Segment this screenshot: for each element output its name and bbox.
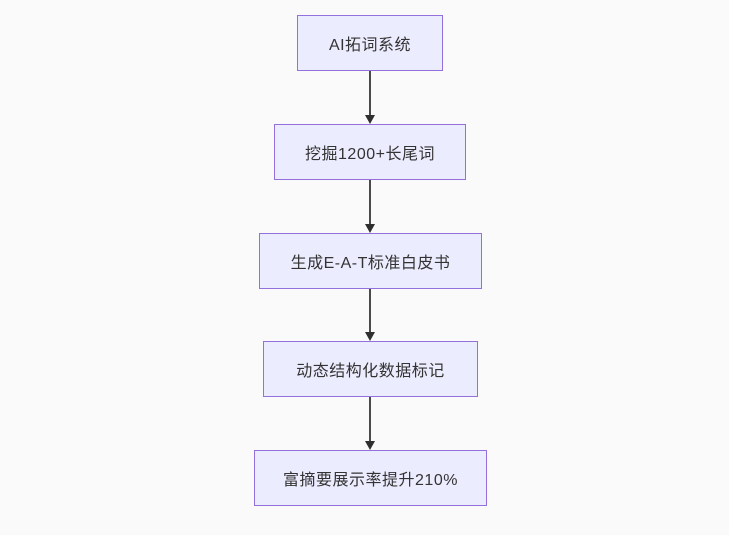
node-eat-whitepaper: 生成E-A-T标准白皮书: [259, 233, 482, 289]
flow-arrow-2: [365, 180, 375, 233]
arrowhead-down-icon: [365, 332, 375, 341]
flow-arrow-4: [365, 397, 375, 450]
flow-arrow-3: [365, 289, 375, 341]
node-label: AI拓词系统: [328, 37, 412, 54]
arrowhead-down-icon: [365, 224, 375, 233]
node-ai-keyword-system: AI拓词系统: [297, 15, 443, 71]
arrow-line: [369, 180, 371, 224]
node-dynamic-structured-data: 动态结构化数据标记: [263, 341, 478, 397]
node-label: 富摘要展示率提升210%: [283, 472, 458, 489]
arrow-line: [369, 71, 371, 115]
node-label: 挖掘1200+长尾词: [305, 146, 435, 163]
arrowhead-down-icon: [365, 441, 375, 450]
arrow-line: [369, 289, 371, 332]
flow-arrow-1: [365, 71, 375, 124]
arrow-line: [369, 397, 371, 441]
node-label: 动态结构化数据标记: [296, 363, 445, 380]
node-longtail-keyword-mining: 挖掘1200+长尾词: [274, 124, 466, 180]
arrowhead-down-icon: [365, 115, 375, 124]
node-rich-snippet-result: 富摘要展示率提升210%: [254, 450, 487, 506]
node-label: 生成E-A-T标准白皮书: [290, 255, 451, 272]
